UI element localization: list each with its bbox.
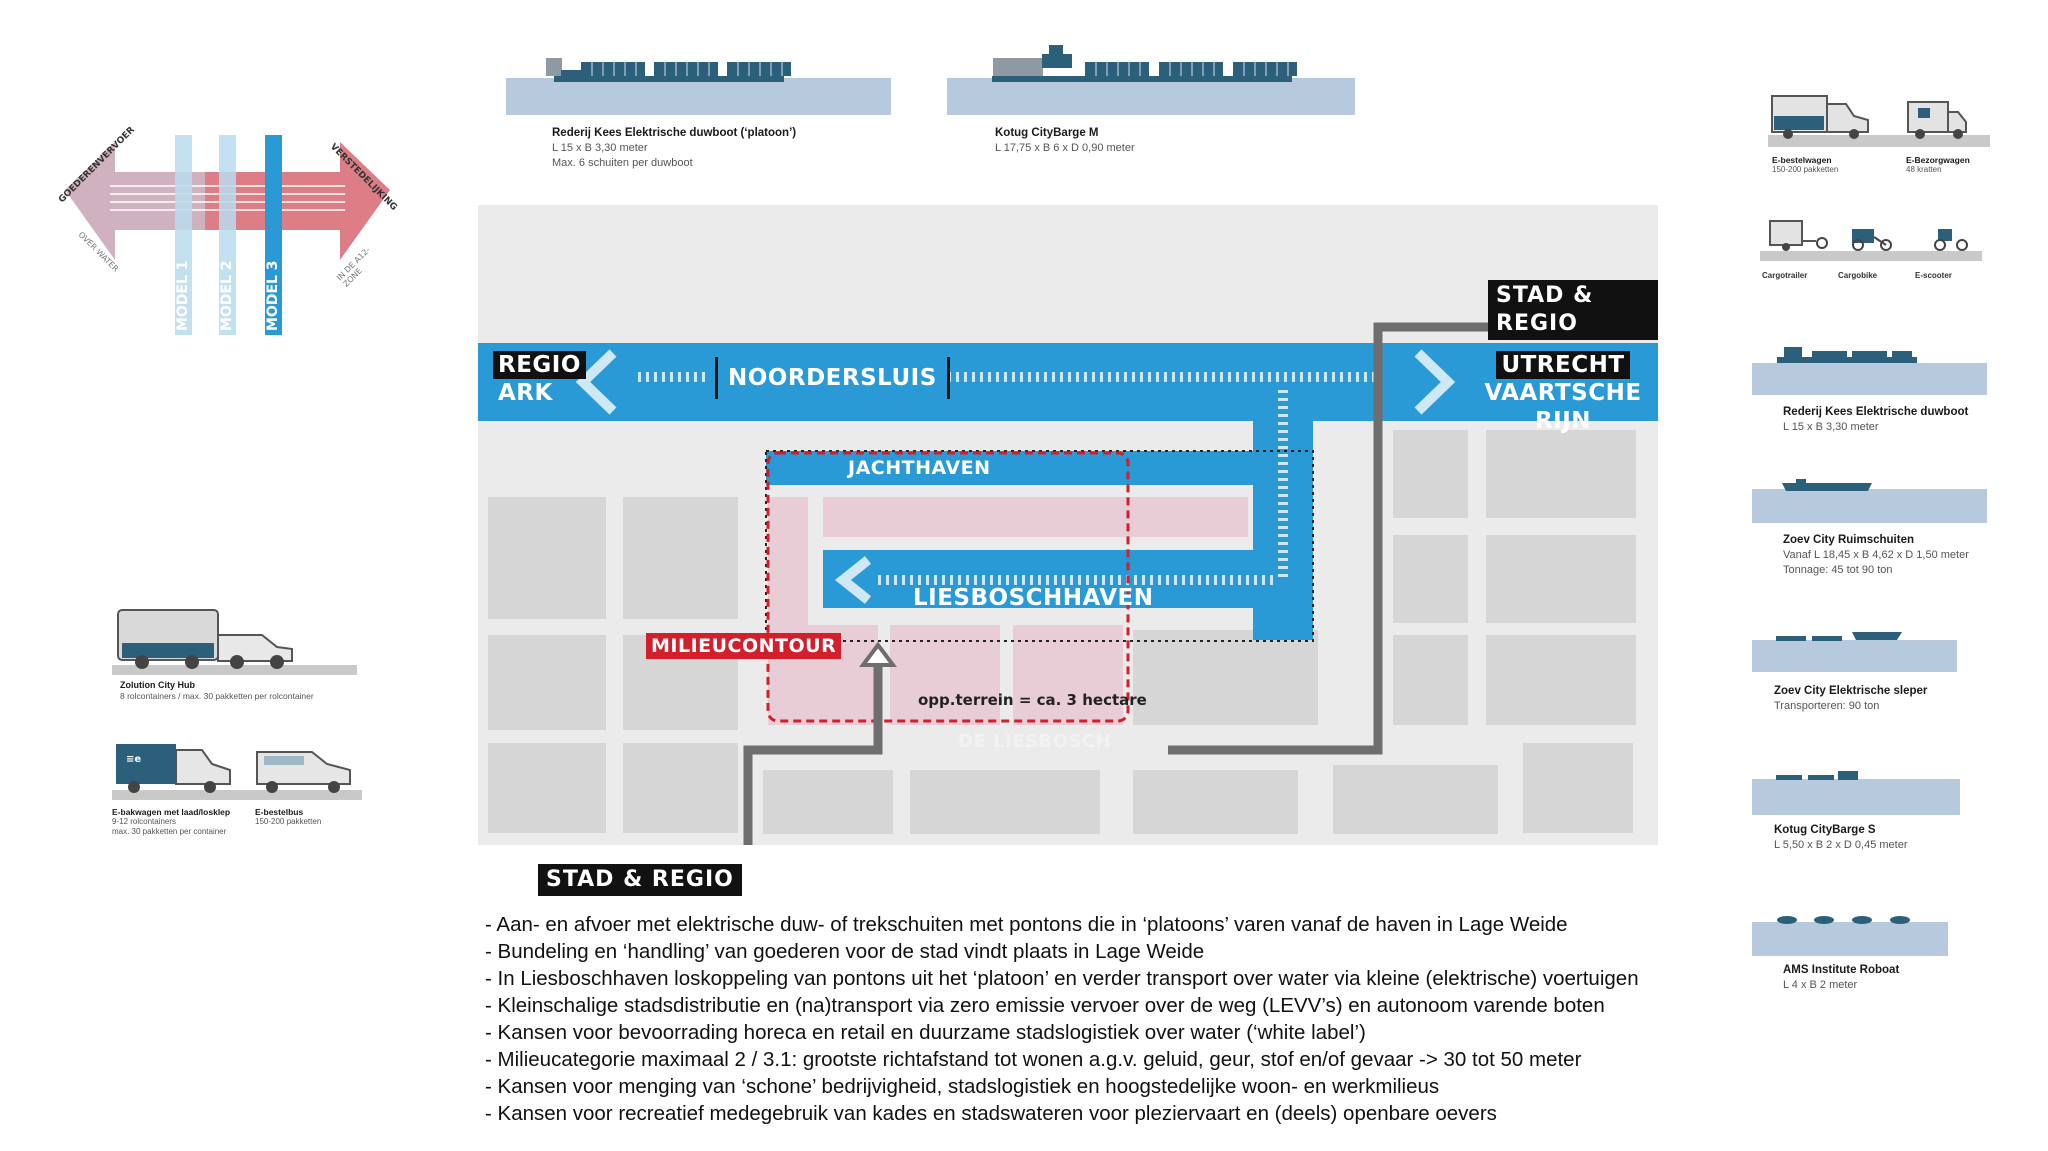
milieucontour-label: MILIEUCONTOUR (646, 633, 842, 659)
regio-ark-label: REGIO ARK (493, 351, 586, 407)
vehicle-name: E-bestelbus (255, 807, 304, 817)
notes-list: - Aan- en afvoer met elektrische duw- of… (485, 911, 1735, 1127)
e-bakwagen-caption: E-bakwagen met laad/losklep 9-12 rolcont… (112, 807, 230, 837)
note-item: - Kansen voor menging van ‘schone’ bedri… (485, 1075, 1440, 1098)
vehicle-spec: max. 30 pakketten per container (112, 827, 227, 836)
e-bakwagen-illustration: ≡e (112, 744, 362, 800)
vessel-spec: Vanaf L 18,45 x B 4,62 x D 1,50 meter (1783, 549, 1969, 561)
vessel-name: Zoev City Elektrische sleper (1774, 685, 1928, 697)
map-drawing (478, 322, 1658, 845)
opp-terrein-label: opp.terrein = ca. 3 hectare (918, 691, 1147, 709)
vessel-spec: L 15 x B 3,30 meter (1783, 421, 1879, 433)
vessel-spec: Max. 6 schuiten per duwboot (552, 157, 693, 169)
de-liesbosch-label: DE LIESBOSCH (958, 731, 1112, 752)
vehicle-name: Zolution City Hub (120, 680, 195, 690)
citybarge-s-illustration (1752, 771, 1960, 815)
regio-ark-line1: REGIO (493, 351, 586, 379)
model-3-bar: MODEL 3 (265, 135, 282, 335)
zolution-city-hub-illustration (112, 609, 357, 675)
vessel-name: Rederij Kees Elektrische duwboot (‘plato… (552, 127, 797, 139)
e-bestelbus-caption: E-bestelbus 150-200 pakketten (255, 807, 321, 827)
models-diagram: MODEL 1 MODEL 2 MODEL 3 GOEDERENVERVOER … (55, 125, 400, 340)
model-2-bar: MODEL 2 (219, 135, 236, 335)
jachthaven-label: JACHTHAVEN (848, 457, 991, 479)
model-1-bar: MODEL 1 (175, 135, 192, 335)
e-bestelwagen-illustration (1768, 95, 1990, 147)
note-item: - In Liesboschhaven loskoppeling van pon… (485, 967, 1639, 990)
note-item: - Aan- en afvoer met elektrische duw- of… (485, 913, 1568, 936)
top-vessel-1-illustration (506, 58, 891, 115)
vehicle-name: E-bestelwagen (1772, 155, 1832, 165)
e-bezorgwagen-caption: E-Bezorgwagen 48 kratten (1906, 155, 1970, 175)
top-vessel-2-caption: Kotug CityBarge M L 17,75 x B 6 x D 0,90… (995, 126, 1135, 156)
duwboot-caption: Rederij Kees Elektrische duwboot L 15 x … (1783, 405, 1968, 435)
vehicle-name: E-Bezorgwagen (1906, 155, 1970, 165)
vessel-name: Kotug CityBarge M (995, 127, 1099, 139)
vehicle-spec: 150-200 pakketten (1772, 165, 1839, 174)
note-item: - Kansen voor bevoorrading horeca en ret… (485, 1021, 1366, 1044)
model-1-label: MODEL 1 (175, 260, 191, 331)
stad-regio-top-label: STAD & REGIO (1488, 280, 1658, 340)
vehicle-spec: 48 kratten (1906, 165, 1942, 174)
light-vehicles-illustration (1760, 220, 1982, 261)
note-item: - Bundeling en ‘handling’ van goederen v… (485, 940, 1205, 963)
e-bestelwagen-caption: E-bestelwagen 150-200 pakketten (1772, 155, 1838, 175)
note-item: - Kansen voor recreatief medegebruik van… (485, 1102, 1497, 1125)
vessel-spec: L 4 x B 2 meter (1783, 979, 1858, 991)
cargotrailer-caption: Cargotrailer (1762, 271, 1808, 280)
ruimschuiten-caption: Zoev City Ruimschuiten Vanaf L 18,45 x B… (1783, 533, 1969, 578)
utrecht-label: UTRECHT VAARTSCHE RIJN (1468, 351, 1658, 435)
vessel-spec: Tonnage: 45 tot 90 ton (1783, 564, 1893, 576)
vessel-spec: L 15 x B 3,30 meter (552, 142, 648, 154)
roboat-caption: AMS Institute Roboat L 4 x B 2 meter (1783, 963, 1899, 993)
vessel-spec: Transporteren: 90 ton (1774, 700, 1880, 712)
note-item: - Kleinschalige stadsdistributie en (na)… (485, 994, 1605, 1017)
vehicle-spec: 9-12 rolcontainers (112, 817, 177, 826)
model-3-label: MODEL 3 (265, 260, 281, 331)
vehicle-spec: 8 rolcontainers / max. 30 pakketten per … (120, 691, 314, 701)
vessel-spec: L 17,75 x B 6 x D 0,90 meter (995, 142, 1135, 154)
zolution-caption: Zolution City Hub 8 rolcontainers / max.… (120, 680, 314, 702)
noordersluis-label: NOORDERSLUIS (715, 357, 950, 399)
vessel-name: AMS Institute Roboat (1783, 964, 1900, 976)
sleper-caption: Zoev City Elektrische sleper Transporter… (1774, 684, 1927, 714)
stad-regio-bottom-label: STAD & REGIO (538, 864, 742, 896)
vehicle-name: E-bakwagen met laad/losklep (112, 807, 231, 817)
regio-ark-line2: ARK (498, 380, 553, 406)
vessel-name: Zoev City Ruimschuiten (1783, 534, 1914, 546)
svg-text:≡e: ≡e (126, 754, 141, 765)
roboat-illustration (1752, 916, 1948, 956)
ruimschuiten-illustration (1752, 479, 1987, 523)
vessel-name: Rederij Kees Elektrische duwboot (1783, 406, 1969, 418)
liesboschhaven-label: LIESBOSCHHAVEN (913, 585, 1154, 611)
top-vessel-2-illustration (947, 45, 1355, 115)
vessel-spec: L 5,50 x B 2 x D 0,45 meter (1774, 839, 1908, 851)
noordersluis-text: NOORDERSLUIS (728, 365, 937, 391)
note-item: - Milieucategorie maximaal 2 / 3.1: groo… (485, 1048, 1582, 1071)
citybarge-s-caption: Kotug CityBarge S L 5,50 x B 2 x D 0,45 … (1774, 823, 1908, 853)
sleper-illustration (1752, 632, 1957, 672)
axis-arrows (65, 142, 390, 260)
duwboot-illustration (1752, 347, 1987, 395)
site-map: REGIO ARK NOORDERSLUIS UTRECHT VAARTSCHE… (478, 205, 1658, 845)
top-vessel-1-caption: Rederij Kees Elektrische duwboot (‘plato… (552, 126, 796, 171)
utrecht-line1: UTRECHT (1496, 351, 1630, 379)
cargobike-caption: Cargobike (1838, 271, 1878, 280)
utrecht-line2: VAARTSCHE RIJN (1484, 380, 1642, 434)
vehicle-spec: 150-200 pakketten (255, 817, 322, 826)
model-2-label: MODEL 2 (219, 260, 235, 331)
vessel-name: Kotug CityBarge S (1774, 824, 1876, 836)
e-scooter-caption: E-scooter (1915, 271, 1952, 280)
